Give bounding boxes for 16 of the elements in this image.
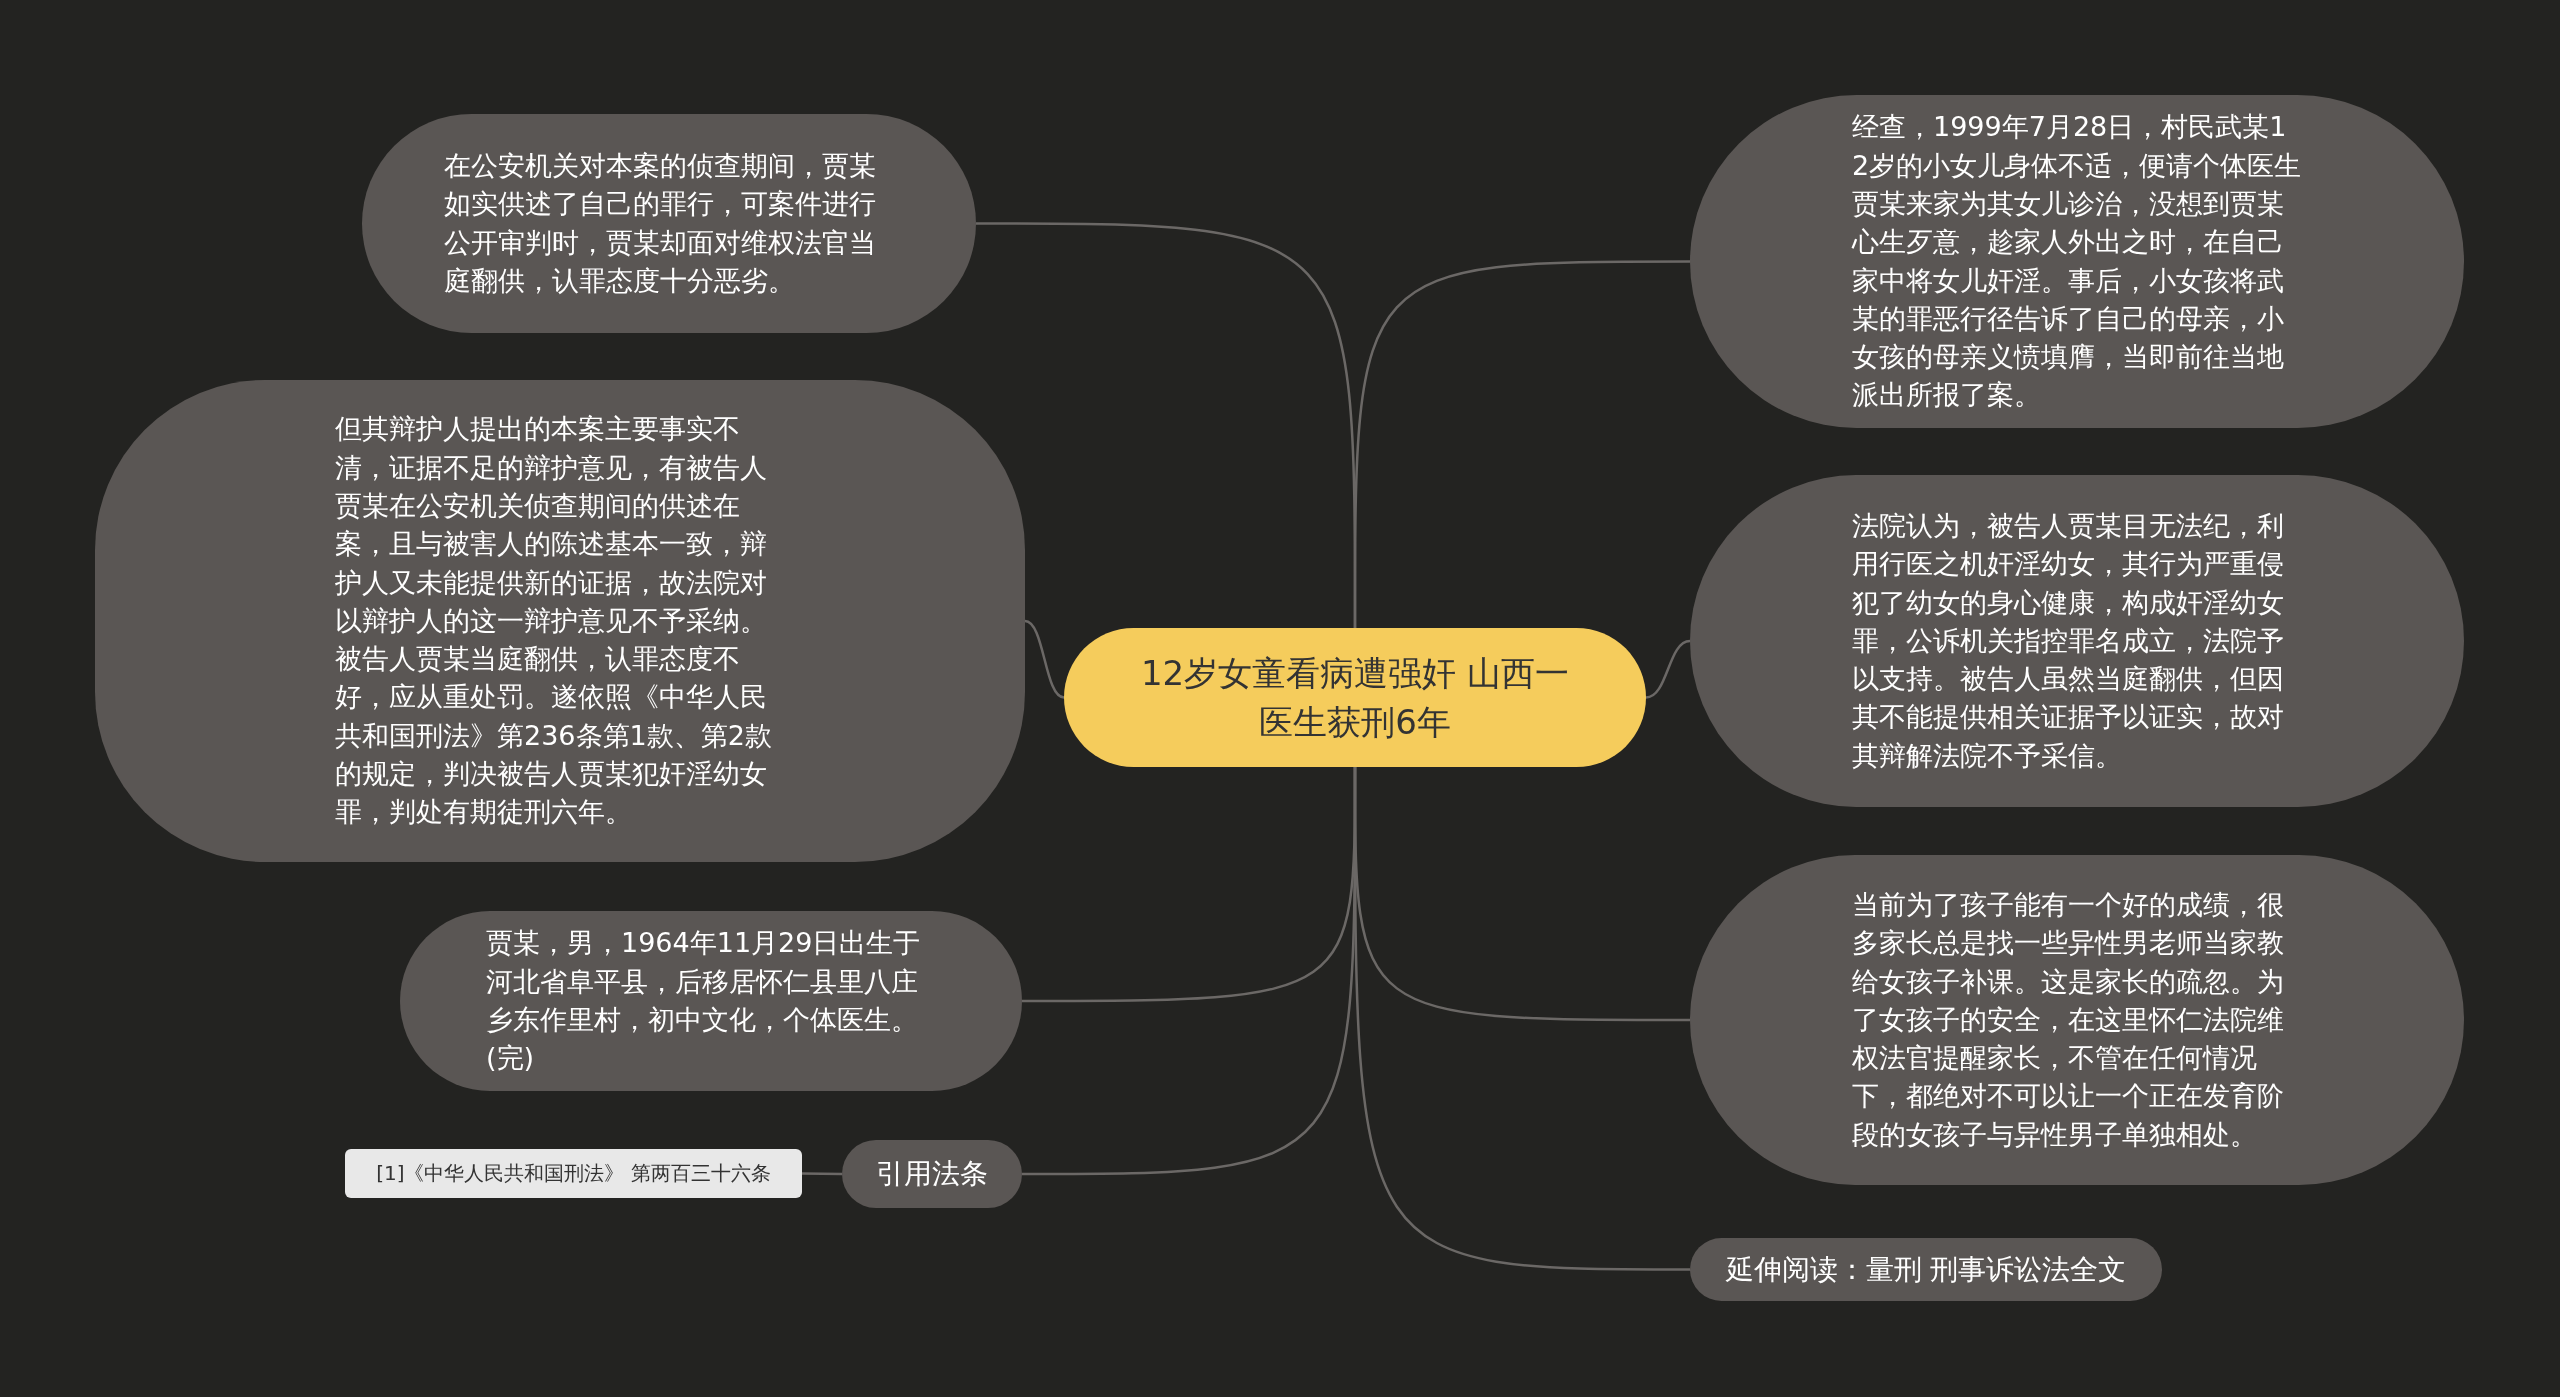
topic-text: 12岁女童看病遭强奸 山西一医生获刑6年 — [1139, 652, 1571, 744]
topic-text: 法院认为，被告人贾某目无法纪，利用行医之机奸淫幼女，其行为严重侵犯了幼女的身心健康，构成奸淫幼女罪，公诉机关指控罪名成立，法院予以支持。被告人虽然当庭翻供，但因其不能提供相关证据予以证实，故对其辩解法院不予采信。 — [1852, 508, 2285, 773]
connector-line — [1645, 639, 1691, 699]
topic-text: 贾某，男，1964年11月29日出生于河北省阜平县，后移居怀仁县里八庄乡东作里村，初中文化，个体医生。(完) — [486, 926, 922, 1076]
reference-tag — [345, 1149, 802, 1198]
topic-text: 但其辩护人提出的本案主要事实不清，证据不足的辩护意见，有被告人贾某在公安机关侦查期间的供述在案，且与被害人的陈述基本一致，辩护人又未能提供新的证据，故法院对以辩护人的这一辩护意见不予采纳。被告人贾某当庭翻供，认罪态度不好，应从重处罚。遂依照《中华人民共和国刑法》第236条第1款、第2款的规定，判决被告人贾某犯奸淫幼女罪，判处有期徒刑六年。 — [335, 412, 773, 830]
connector-line — [1024, 619, 1065, 699]
topic-text: 在公安机关对本案的侦查期间，贾某如实供述了自己的罪行，可案件进行公开审判时，贾某却面对维权法官当庭翻供，认罪态度十分恶劣。 — [444, 148, 877, 298]
topic-text: 当前为了孩子能有一个好的成绩，很多家长总是找一些异性男老师当家教给女孩子补课。这是家长的疏忽。为了女孩子的安全，在这里怀仁法院维权法官提醒家长，不管在任何情况下，都绝对不可以让一个正在发育阶段的女孩子与异性男子单独相处。 — [1852, 887, 2285, 1152]
topic-text: [1]《中华人民共和国刑法》 第两百三十六条 — [376, 1160, 771, 1188]
connector-line — [1353, 260, 1690, 628]
connector-line — [1353, 767, 1690, 1271]
topic-text: 延伸阅读：量刑 刑事诉讼法全文 — [1725, 1251, 2127, 1288]
topic-text: 引用法条 — [876, 1156, 988, 1193]
connector-line — [802, 1172, 842, 1176]
topic-text: 经查，1999年7月28日，村民武某12岁的小女儿身体不适，便请个体医生贾某来家为其女儿诊治，没想到贾某心生歹意，趁家人外出之时，在自己家中将女儿奸淫。事后，小女孩将武某的罪恶行径告诉了自己的母亲，小女孩的母亲义愤填膺，当即前往当地派出所报了案。 — [1852, 110, 2302, 413]
